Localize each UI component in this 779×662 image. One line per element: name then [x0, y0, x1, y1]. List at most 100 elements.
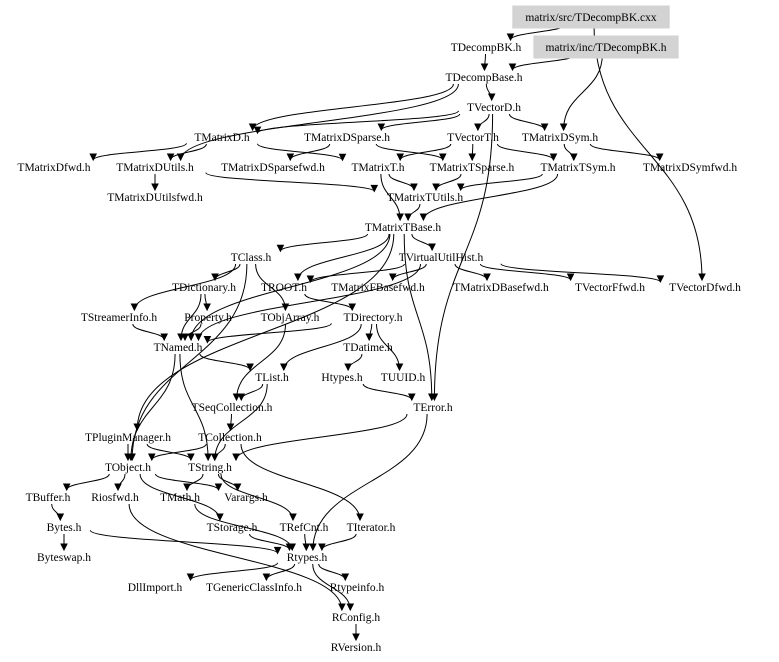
node-tstorage-h[interactable]: TStorage.h: [207, 522, 258, 534]
edge-tmatrix-tsym-h-to-tmatrix-tbase-h: [422, 173, 559, 221]
edge-arrowhead: [246, 363, 254, 372]
node-tobj-array-h[interactable]: TObjArray.h: [261, 312, 320, 324]
edge-arrowhead: [419, 213, 428, 222]
node-tmatrix-dsym-h[interactable]: TMatrixDSym.h: [522, 132, 599, 144]
node-rtypes-h[interactable]: Rtypes.h: [287, 552, 328, 564]
node-tmatrix-dutils-h[interactable]: TMatrixDUtils.h: [116, 162, 194, 174]
node-tmatrix-dsparsefwd-h[interactable]: TMatrixDSparsefwd.h: [221, 162, 325, 174]
node-tstreamer-info-h[interactable]: TStreamerInfo.h: [81, 312, 158, 324]
node-label: TMatrixDSparse.h: [304, 132, 390, 144]
edge-tstring-h-to-tref-cnt-h: [220, 473, 294, 521]
edge-arrowhead: [186, 573, 195, 582]
node-tmatrix-d-h[interactable]: TMatrixD.h: [194, 132, 250, 144]
node-tdecomp-bk-cxx[interactable]: matrix/src/TDecompBK.cxx: [512, 5, 670, 29]
node-highlight-box: [512, 5, 670, 29]
node-tuuid-h[interactable]: TUUID.h: [381, 372, 426, 384]
node-terror-h[interactable]: TError.h: [413, 402, 453, 414]
node-tplugin-manager-h[interactable]: TPluginManager.h: [85, 432, 171, 444]
node-tmatrix-dbasefwd-h[interactable]: TMatrixDBasefwd.h: [453, 282, 549, 294]
edge-arrowhead: [338, 603, 346, 612]
edge-arrowhead: [194, 333, 203, 342]
node-rtypeinfo-h[interactable]: Rtypeinfo.h: [330, 582, 385, 594]
node-tdecomp-base-h[interactable]: TDecompBase.h: [446, 72, 523, 84]
node-tstring-h[interactable]: TString.h: [188, 462, 232, 474]
node-tclass-h[interactable]: TClass.h: [231, 252, 272, 264]
node-label: TMath.h: [160, 492, 200, 504]
node-tmatrix-dfwd-h[interactable]: TMatrixDfwd.h: [17, 162, 90, 174]
edge-tdatime-h-to-htypes-h: [347, 353, 363, 371]
edge-tclass-h-to-tobject-h: [131, 263, 248, 461]
node-tcollection-h[interactable]: TCollection.h: [198, 432, 262, 444]
node-rconfig-h[interactable]: RConfig.h: [332, 612, 380, 624]
edge-tclass-h-to-tstreamer-info-h: [133, 263, 237, 311]
node-tmatrix-tbase-h[interactable]: TMatrixTBase.h: [365, 222, 442, 234]
node-tmatrix-fbasefwd-h[interactable]: TMatrixFBasefwd.h: [331, 282, 425, 294]
node-tvector-ffwd-h[interactable]: TVectorFfwd.h: [575, 282, 645, 294]
node-bytes-h[interactable]: Bytes.h: [47, 522, 82, 534]
node-byteswap-h[interactable]: Byteswap.h: [37, 552, 91, 564]
edge-arrowhead: [427, 393, 436, 402]
node-titerator-h[interactable]: TIterator.h: [347, 522, 396, 534]
node-label: TMatrixT.h: [351, 162, 404, 174]
edge-arrowhead: [187, 333, 195, 342]
edge-tobject-h-to-tstorage-h: [139, 473, 221, 521]
edge-arrowhead: [487, 93, 496, 102]
node-label: TIterator.h: [347, 522, 396, 534]
node-label: TError.h: [413, 402, 453, 414]
node-tmatrix-dsymfwd-h[interactable]: TMatrixDSymfwd.h: [643, 162, 737, 174]
node-dll-import-h[interactable]: DllImport.h: [128, 582, 183, 594]
node-tmatrix-dutilsfwd-h[interactable]: TMatrixDUtilsfwd.h: [107, 192, 203, 204]
node-tobject-h[interactable]: TObject.h: [105, 462, 151, 474]
node-tmatrix-tsym-h[interactable]: TMatrixTSym.h: [540, 162, 615, 174]
edge-arrowhead: [370, 184, 379, 193]
edge-arrowhead: [318, 543, 326, 552]
node-tmatrix-tutils-h[interactable]: TMatrixTUtils.h: [387, 192, 464, 204]
node-tbuffer-h[interactable]: TBuffer.h: [26, 492, 71, 504]
node-label: TDecompBK.h: [451, 42, 522, 54]
node-tmath-h[interactable]: TMath.h: [160, 492, 200, 504]
edge-arrowhead: [233, 483, 242, 492]
node-htypes-h[interactable]: Htypes.h: [321, 372, 362, 384]
node-tlist-h[interactable]: TList.h: [255, 372, 289, 384]
node-tvirtual-util-hist-h[interactable]: TVirtualUtilHist.h: [399, 252, 484, 264]
node-label: TObjArray.h: [261, 312, 320, 324]
node-tvector-dfwd-h[interactable]: TVectorDfwd.h: [669, 282, 741, 294]
node-tmatrix-t-h[interactable]: TMatrixT.h: [351, 162, 404, 174]
node-property-h[interactable]: Property.h: [184, 312, 232, 324]
edge-arrowhead: [338, 153, 347, 162]
node-rversion-h[interactable]: RVersion.h: [331, 642, 382, 654]
node-troot-h[interactable]: TROOT.h: [261, 282, 307, 294]
node-label: RVersion.h: [331, 642, 382, 654]
node-label: TDictionary.h: [172, 282, 236, 294]
node-label: TVectorDfwd.h: [669, 282, 741, 294]
node-tnamed-h[interactable]: TNamed.h: [154, 342, 203, 354]
node-tdecomp-bk-h[interactable]: TDecompBK.h: [451, 42, 522, 54]
node-tdirectory-h[interactable]: TDirectory.h: [344, 312, 403, 324]
edge-arrowhead: [253, 126, 262, 135]
node-tdecomp-bk-h-inc[interactable]: matrix/inc/TDecompBK.h: [533, 35, 679, 59]
node-tseq-collection-h[interactable]: TSeqCollection.h: [192, 402, 273, 414]
node-tdatime-h[interactable]: TDatime.h: [343, 342, 393, 354]
node-riosfwd-h[interactable]: Riosfwd.h: [91, 492, 139, 504]
node-label: TMatrixTBase.h: [365, 222, 442, 234]
node-tvector-d-h[interactable]: TVectorD.h: [467, 102, 521, 114]
node-label: TVectorD.h: [467, 102, 521, 114]
edge-tvector-d-h-to-terror-h: [433, 113, 494, 401]
edge-arrowhead: [160, 333, 169, 342]
node-tdictionary-h[interactable]: TDictionary.h: [172, 282, 236, 294]
edge-tvirtual-util-hist-h-to-tnamed-h: [198, 263, 421, 341]
node-label: TMatrixDSymfwd.h: [643, 162, 737, 174]
node-tref-cnt-h[interactable]: TRefCnt.h: [280, 522, 329, 534]
edge-rtypes-h-to-dll-import-h: [190, 562, 279, 581]
node-tmatrix-tsparse-h[interactable]: TMatrixTSparse.h: [430, 162, 515, 174]
edge-arrowhead: [60, 543, 68, 552]
edge-arrowhead: [356, 513, 364, 522]
edge-arrowhead: [569, 153, 578, 162]
node-label: TObject.h: [105, 462, 151, 474]
node-tgeneric-class-info-h[interactable]: TGenericClassInfo.h: [206, 582, 302, 594]
node-tmatrix-dsparse-h[interactable]: TMatrixDSparse.h: [304, 132, 390, 144]
edge-arrowhead: [344, 363, 352, 372]
node-tvector-t-h[interactable]: TVectorT.h: [447, 132, 499, 144]
node-varargs-h[interactable]: Varargs.h: [224, 492, 268, 504]
node-label: TList.h: [255, 372, 289, 384]
